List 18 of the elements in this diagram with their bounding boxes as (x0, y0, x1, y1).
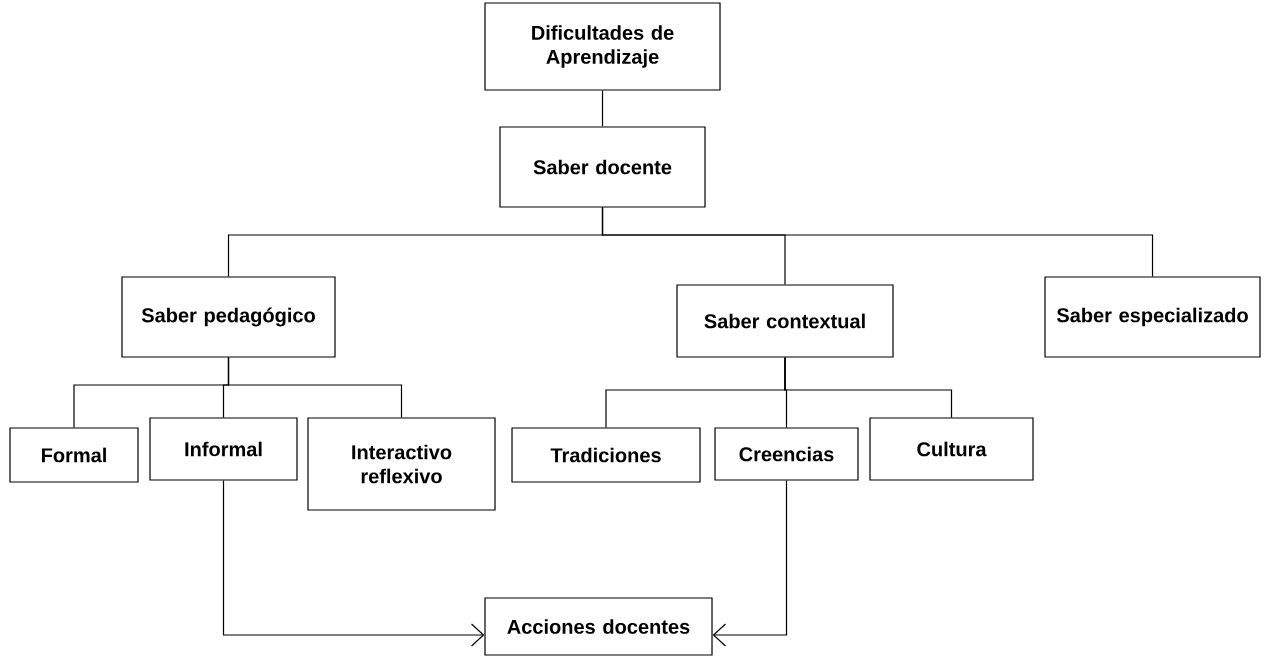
connector (222, 480, 485, 647)
connector (712, 480, 788, 647)
concept-box: Saber pedagógico (121, 276, 336, 358)
connector (227, 357, 403, 418)
concept-box: Creencias (714, 427, 859, 481)
concept-box: Informal (149, 417, 298, 481)
concept-box: Tradiciones (511, 427, 701, 483)
concept-box: Acciones docentes (484, 597, 713, 656)
connector (601, 90, 604, 127)
concept-box: Saber contextual (676, 284, 894, 358)
concept-box: Saber docente (499, 126, 706, 208)
concept-box: Interactivo reflexivo (307, 417, 496, 511)
concept-box: Saber especializado (1044, 276, 1261, 358)
concept-box: Cultura (869, 417, 1034, 481)
concept-box: Dificultades de Aprendizaje (484, 2, 721, 91)
connector (784, 357, 953, 418)
connector (601, 207, 1154, 277)
concept-box: Formal (9, 427, 139, 483)
